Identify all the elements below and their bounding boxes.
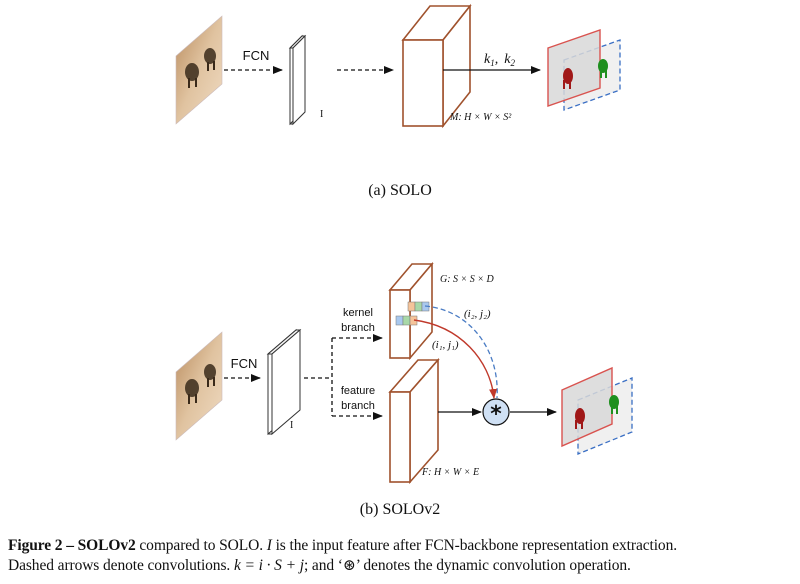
panel-b: FCN I kernel branch feature branch G: S … xyxy=(175,261,633,518)
feature-label-b: I xyxy=(290,420,293,431)
input-image-a xyxy=(175,15,223,125)
kernel-branch-label-2: branch xyxy=(341,322,375,334)
caption-text-1: compared to SOLO. xyxy=(135,537,267,554)
operator-symbol: * xyxy=(490,402,502,427)
kernel-path-1 xyxy=(413,319,498,399)
mask-tensor-m xyxy=(401,3,472,129)
feature-label-a: I xyxy=(320,109,323,120)
figure-caption: Figure 2 – SOLOv2 compared to SOLO. I is… xyxy=(8,536,798,576)
dynamic-conv-operator: * xyxy=(482,398,510,427)
feature-tensor-f xyxy=(388,357,440,485)
tensor-label-m: M: H × W × S² xyxy=(449,112,512,123)
caption-formula: k = i · S + j xyxy=(233,557,304,574)
panel-a: FCN I M: H × W × S² k1,k2 xyxy=(175,3,621,199)
solo-diagram: FCN I M: H × W × S² k1,k2 xyxy=(175,3,633,518)
coord-label-1: (i₁, j₁) xyxy=(432,339,459,351)
kernel-label: k1,k2 xyxy=(484,52,515,68)
input-image-b xyxy=(175,331,223,441)
panel-a-caption: (a) SOLO xyxy=(368,182,432,199)
figure-label: Figure 2 – SOLOv2 xyxy=(8,537,136,554)
caption-var-i: I xyxy=(266,537,272,554)
caption-text-2: is the input feature after FCN-backbone … xyxy=(271,537,678,554)
feature-slab-a xyxy=(288,34,307,126)
output-masks-b xyxy=(561,366,633,455)
kernel-tensor-label: G: S × S × D xyxy=(440,274,495,285)
feature-branch-label-2: branch xyxy=(341,400,375,412)
kernel-branch-label-1: kernel xyxy=(343,307,373,319)
kernel-path-2 xyxy=(424,305,498,399)
fcn-label-a: FCN xyxy=(243,48,270,63)
fcn-label-b: FCN xyxy=(231,356,258,371)
feature-slab-b xyxy=(266,328,302,436)
output-masks-a xyxy=(547,29,621,111)
caption-text-4: ; and ‘⊛’ denotes the dynamic convolutio… xyxy=(303,557,631,574)
caption-text-3: Dashed arrows denote convolutions. xyxy=(8,557,234,574)
feature-tensor-label: F: H × W × E xyxy=(421,467,479,478)
feature-branch-label-1: feature xyxy=(341,385,375,397)
panel-b-caption: (b) SOLOv2 xyxy=(360,501,440,518)
coord-label-2: (i₂, j₂) xyxy=(464,308,491,320)
